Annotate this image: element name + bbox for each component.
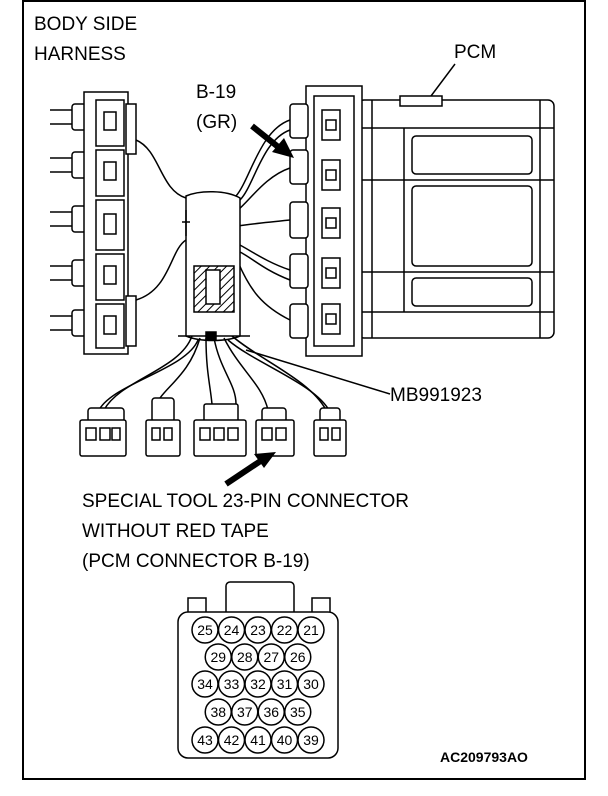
body-side-label-line2: HARNESS (34, 44, 126, 65)
caption-line1: SPECIAL TOOL 23-PIN CONNECTOR (82, 491, 409, 512)
pin-label-40: 40 (277, 732, 293, 748)
tool-harness-wires (135, 119, 291, 321)
harness-bundle (178, 191, 250, 342)
b19-color-label: (GR) (196, 112, 237, 133)
tool-connector-arrow (224, 457, 264, 487)
pin-label-37: 37 (237, 704, 253, 720)
pin-label-22: 22 (277, 622, 293, 638)
pin-35 (284, 698, 312, 726)
pin-label-35: 35 (290, 704, 306, 720)
caption-line2: WITHOUT RED TAPE (82, 521, 269, 542)
pin-label-31: 31 (277, 676, 293, 692)
pin-label-39: 39 (303, 732, 319, 748)
pin-30 (297, 670, 325, 698)
pin-label-34: 34 (197, 676, 213, 692)
pin-26 (284, 643, 312, 671)
pin-grid: 25 24 23 22 21 29 28 27 26 34 33 32 31 30 38 37 36 35 43 42… (191, 616, 325, 754)
pin-label-25: 25 (197, 622, 213, 638)
tool-lower-wires (97, 335, 331, 413)
body-side-harness (50, 91, 137, 355)
pin-label-28: 28 (237, 649, 253, 665)
tool-connectors-row (79, 397, 347, 457)
pin-label-32: 32 (250, 676, 266, 692)
pcm-side-tool-connectors (289, 103, 309, 339)
body-side-label-line1: BODY SIDE (34, 14, 137, 35)
pin-label-38: 38 (210, 704, 226, 720)
pin-39 (297, 726, 325, 754)
pin-label-26: 26 (290, 649, 306, 665)
b19-label: B-19 (196, 82, 236, 103)
pin-label-33: 33 (224, 676, 240, 692)
figure-code: AC209793AO (440, 749, 528, 765)
pin-21 (297, 616, 325, 644)
pin-label-43: 43 (197, 732, 213, 748)
caption-line3: (PCM CONNECTOR B-19) (82, 551, 310, 572)
pin-label-27: 27 (263, 649, 279, 665)
pin-label-41: 41 (250, 732, 266, 748)
tool-part-label: MB991923 (390, 385, 482, 406)
pcm-label: PCM (454, 42, 496, 63)
pin-label-29: 29 (210, 649, 226, 665)
pin-label-23: 23 (250, 622, 266, 638)
pin-label-24: 24 (224, 622, 240, 638)
pcm-unit (305, 85, 555, 357)
pin-label-30: 30 (303, 676, 319, 692)
pin-label-42: 42 (224, 732, 240, 748)
pin-label-21: 21 (303, 622, 319, 638)
pin-label-36: 36 (263, 704, 279, 720)
